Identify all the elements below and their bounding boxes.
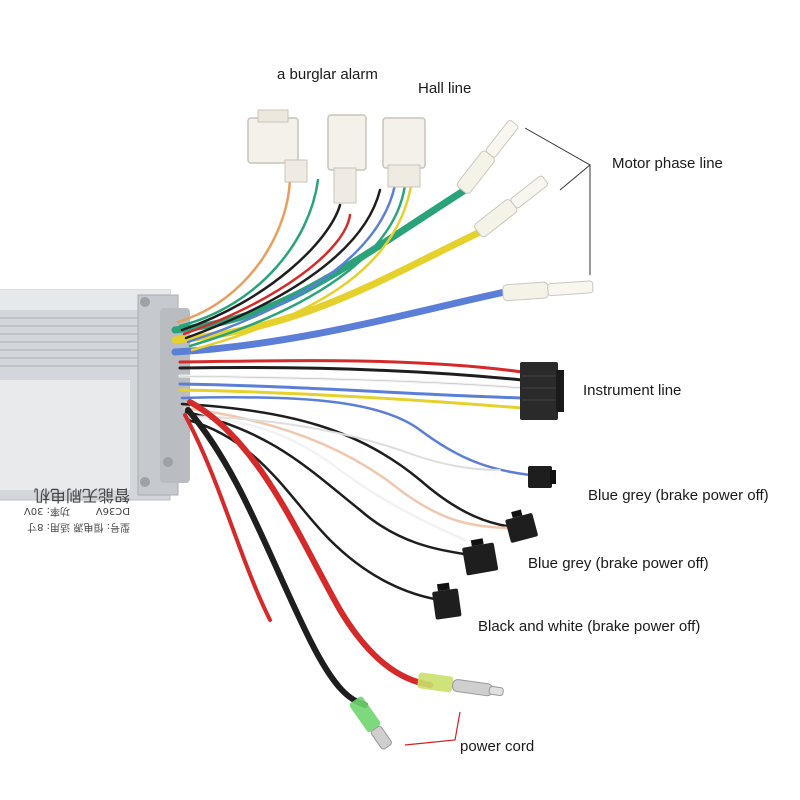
brake-connectors: [432, 466, 556, 620]
label-hall-line: Hall line: [418, 80, 472, 97]
controller-case: [0, 289, 190, 501]
label-brake-3: Black and white (brake power off): [478, 618, 701, 635]
label-brake-1: Blue grey (brake power off): [588, 487, 769, 504]
power-cord-wires: [183, 399, 433, 708]
case-power-text: 功率: 30V: [24, 505, 70, 518]
power-cord-terminals: [349, 672, 504, 750]
upper-wire-bundle: [171, 173, 509, 356]
motor-phase-connectors: [456, 120, 594, 302]
power-cord-leader: [404, 711, 461, 746]
instrument-wires: [178, 359, 524, 410]
hall-alarm-connectors: [247, 109, 426, 204]
case-model-text: 型号: 恒电源: [73, 521, 130, 534]
label-instrument-line: Instrument line: [583, 382, 682, 399]
label-power-cord: power cord: [460, 738, 535, 755]
case-voltage-text: DC36V: [96, 505, 130, 516]
case-label: 智能无刷电机 DC36V 功率: 30V 型号: 恒电源 适用: 8寸: [24, 486, 130, 534]
label-brake-2: Blue grey (brake power off): [528, 555, 709, 572]
case-fit-text: 适用: 8寸: [27, 521, 70, 534]
instrument-connector: [520, 362, 564, 420]
label-motor-phase-line: Motor phase line: [612, 155, 723, 172]
leader-lines: [524, 127, 591, 275]
label-burglar-alarm: a burglar alarm: [277, 66, 378, 83]
case-title-text: 智能无刷电机: [34, 486, 130, 505]
